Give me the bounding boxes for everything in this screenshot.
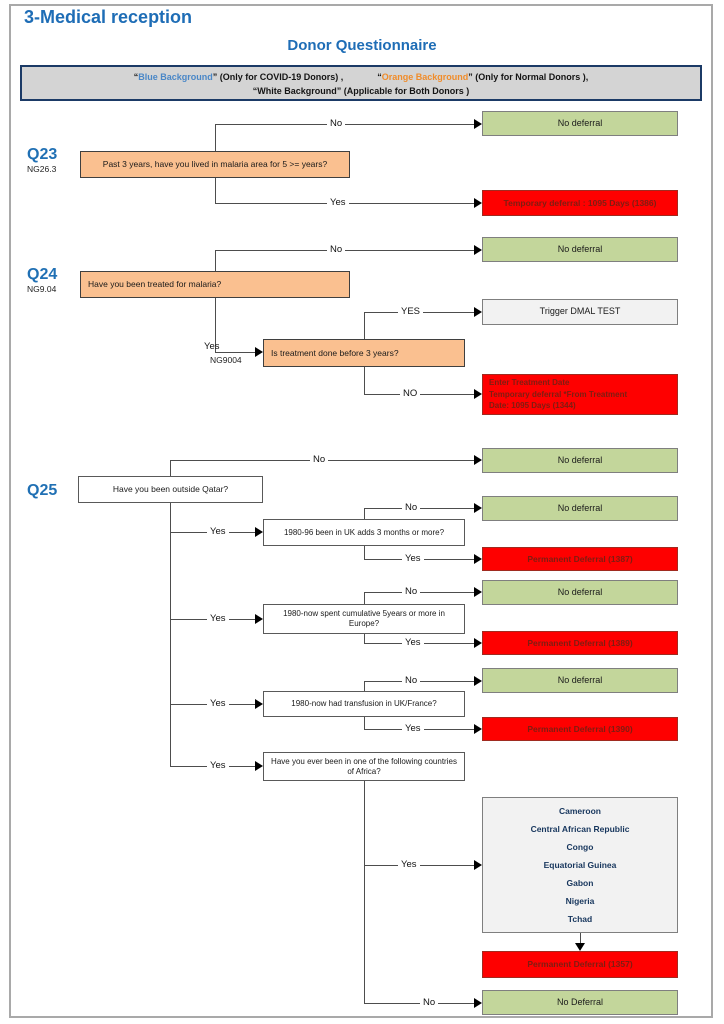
branch-label-yes: YES — [398, 305, 424, 318]
arrow-down-icon — [575, 943, 585, 951]
country-item: Cameroon — [558, 806, 602, 816]
branch-label-yes: Yes — [207, 525, 229, 538]
question-box-q24: Have you been treated for malaria? — [80, 271, 350, 298]
branch-label-yes: Yes — [207, 612, 229, 625]
result-treatment-deferral: Enter Treatment Date Temporary deferral … — [482, 374, 678, 415]
branch-label-no: NO — [400, 387, 421, 400]
arrow-right-icon — [474, 638, 482, 648]
branch-label-yes: Yes — [398, 858, 420, 871]
arrow-right-icon — [474, 676, 482, 686]
legend-quote: “ — [377, 72, 382, 82]
country-item: Equatorial Guinea — [543, 860, 617, 870]
country-item: Nigeria — [565, 896, 595, 906]
page-title: 3-Medical reception — [24, 7, 193, 27]
arrow-right-icon — [474, 587, 482, 597]
country-item: Congo — [566, 842, 594, 852]
connector-line — [364, 367, 365, 394]
connector-line — [580, 933, 581, 943]
deferral-line: Date: 1095 Days (1344) — [489, 401, 576, 411]
country-list-box: Cameroon Central African Republic Congo … — [482, 797, 678, 933]
result-trigger-dmal-test: Trigger DMAL TEST — [482, 299, 678, 325]
arrow-right-icon — [474, 503, 482, 513]
branch-label-yes: Yes — [402, 552, 424, 565]
arrow-right-icon — [474, 554, 482, 564]
question-box-africa: Have you ever been in one of the followi… — [263, 752, 465, 781]
result-permanent-deferral: Permanent Deferral (1390) — [482, 717, 678, 741]
country-item: Central African Republic — [530, 824, 630, 834]
branch-label-no: No — [327, 243, 346, 256]
result-no-deferral: No deferral — [482, 237, 678, 262]
arrow-right-icon — [474, 998, 482, 1008]
branch-label-yes: Yes — [402, 722, 424, 735]
country-item: Tchad — [567, 914, 593, 924]
deferral-line: Enter Treatment Date — [489, 378, 570, 388]
legend-box: “Blue Background” (Only for COVID-19 Don… — [20, 65, 702, 101]
question-box-europe: 1980-now spent cumulative 5years or more… — [263, 604, 465, 634]
question-box-transfusion: 1980-now had transfusion in UK/France? — [263, 691, 465, 717]
question-box-q25: Have you been outside Qatar? — [78, 476, 263, 503]
question-id-q24: Q24 — [27, 266, 58, 283]
connector-line — [170, 460, 171, 766]
result-no-deferral: No deferral — [482, 668, 678, 693]
result-no-deferral: No deferral — [482, 580, 678, 605]
arrow-right-icon — [255, 614, 263, 624]
deferral-line: Temporary deferral *From Treatment — [489, 389, 628, 399]
arrow-right-icon — [474, 307, 482, 317]
branch-label-no: No — [310, 453, 329, 466]
legend-orange-desc: ” (Only for Normal Donors ), — [468, 72, 589, 82]
result-temporary-deferral: Temporary deferral : 1095 Days (1386) — [482, 190, 678, 216]
result-permanent-deferral: Permanent Deferral (1357) — [482, 951, 678, 978]
arrow-right-icon — [255, 527, 263, 537]
branch-label-yes: Yes — [207, 759, 229, 772]
question-code-q24: NG9.04 — [27, 284, 57, 294]
branch-label-no: No — [402, 585, 421, 598]
arrow-right-icon — [255, 347, 263, 357]
country-item: Gabon — [566, 878, 594, 888]
connector-line — [215, 250, 216, 352]
legend-line-2: “White Background” (Applicable for Both … — [252, 86, 470, 96]
result-permanent-deferral: Permanent Deferral (1389) — [482, 631, 678, 655]
branch-label-yes: Yes — [207, 697, 229, 710]
arrow-right-icon — [474, 245, 482, 255]
legend-orange-label: Orange Background — [381, 72, 469, 82]
arrow-right-icon — [474, 860, 482, 870]
connector-line — [364, 781, 365, 1003]
question-box-q24-sub: Is treatment done before 3 years? — [263, 339, 465, 367]
arrow-right-icon — [255, 699, 263, 709]
arrow-right-icon — [474, 389, 482, 399]
question-code-q23: NG26.3 — [27, 164, 57, 174]
arrow-right-icon — [474, 724, 482, 734]
arrow-right-icon — [474, 455, 482, 465]
branch-label-yes: Yes — [402, 636, 424, 649]
legend-line-1: “Blue Background” (Only for COVID-19 Don… — [22, 70, 700, 84]
result-no-deferral: No deferral — [482, 448, 678, 473]
branch-label-yes: Yes — [204, 341, 220, 352]
legend-blue-label: Blue Background — [138, 72, 213, 82]
doc-subtitle: Donor Questionnaire — [287, 37, 437, 54]
branch-label-no: No — [327, 117, 346, 130]
branch-code-ng9004: NG9004 — [210, 355, 242, 365]
result-no-deferral: No Deferral — [482, 990, 678, 1015]
question-id-q25: Q25 — [27, 482, 58, 499]
branch-label-no: No — [402, 501, 421, 514]
result-no-deferral: No deferral — [482, 496, 678, 521]
connector-line — [215, 352, 255, 353]
branch-label-no: No — [420, 996, 439, 1009]
question-box-q23: Past 3 years, have you lived in malaria … — [80, 151, 350, 178]
arrow-right-icon — [255, 761, 263, 771]
legend-quote: “ — [133, 72, 139, 82]
question-id-q23: Q23 — [27, 146, 58, 163]
branch-label-yes: Yes — [327, 196, 349, 209]
page-border-frame — [9, 4, 713, 1018]
arrow-right-icon — [474, 119, 482, 129]
arrow-right-icon — [474, 198, 482, 208]
legend-blue-desc: ” (Only for COVID-19 Donors) , — [212, 72, 344, 82]
connector-line — [364, 1003, 474, 1004]
branch-label-no: No — [402, 674, 421, 687]
result-no-deferral: No deferral — [482, 111, 678, 136]
connector-line — [364, 312, 365, 339]
question-box-uk: 1980-96 been in UK adds 3 months or more… — [263, 519, 465, 546]
result-permanent-deferral: Permanent Deferral (1387) — [482, 547, 678, 571]
